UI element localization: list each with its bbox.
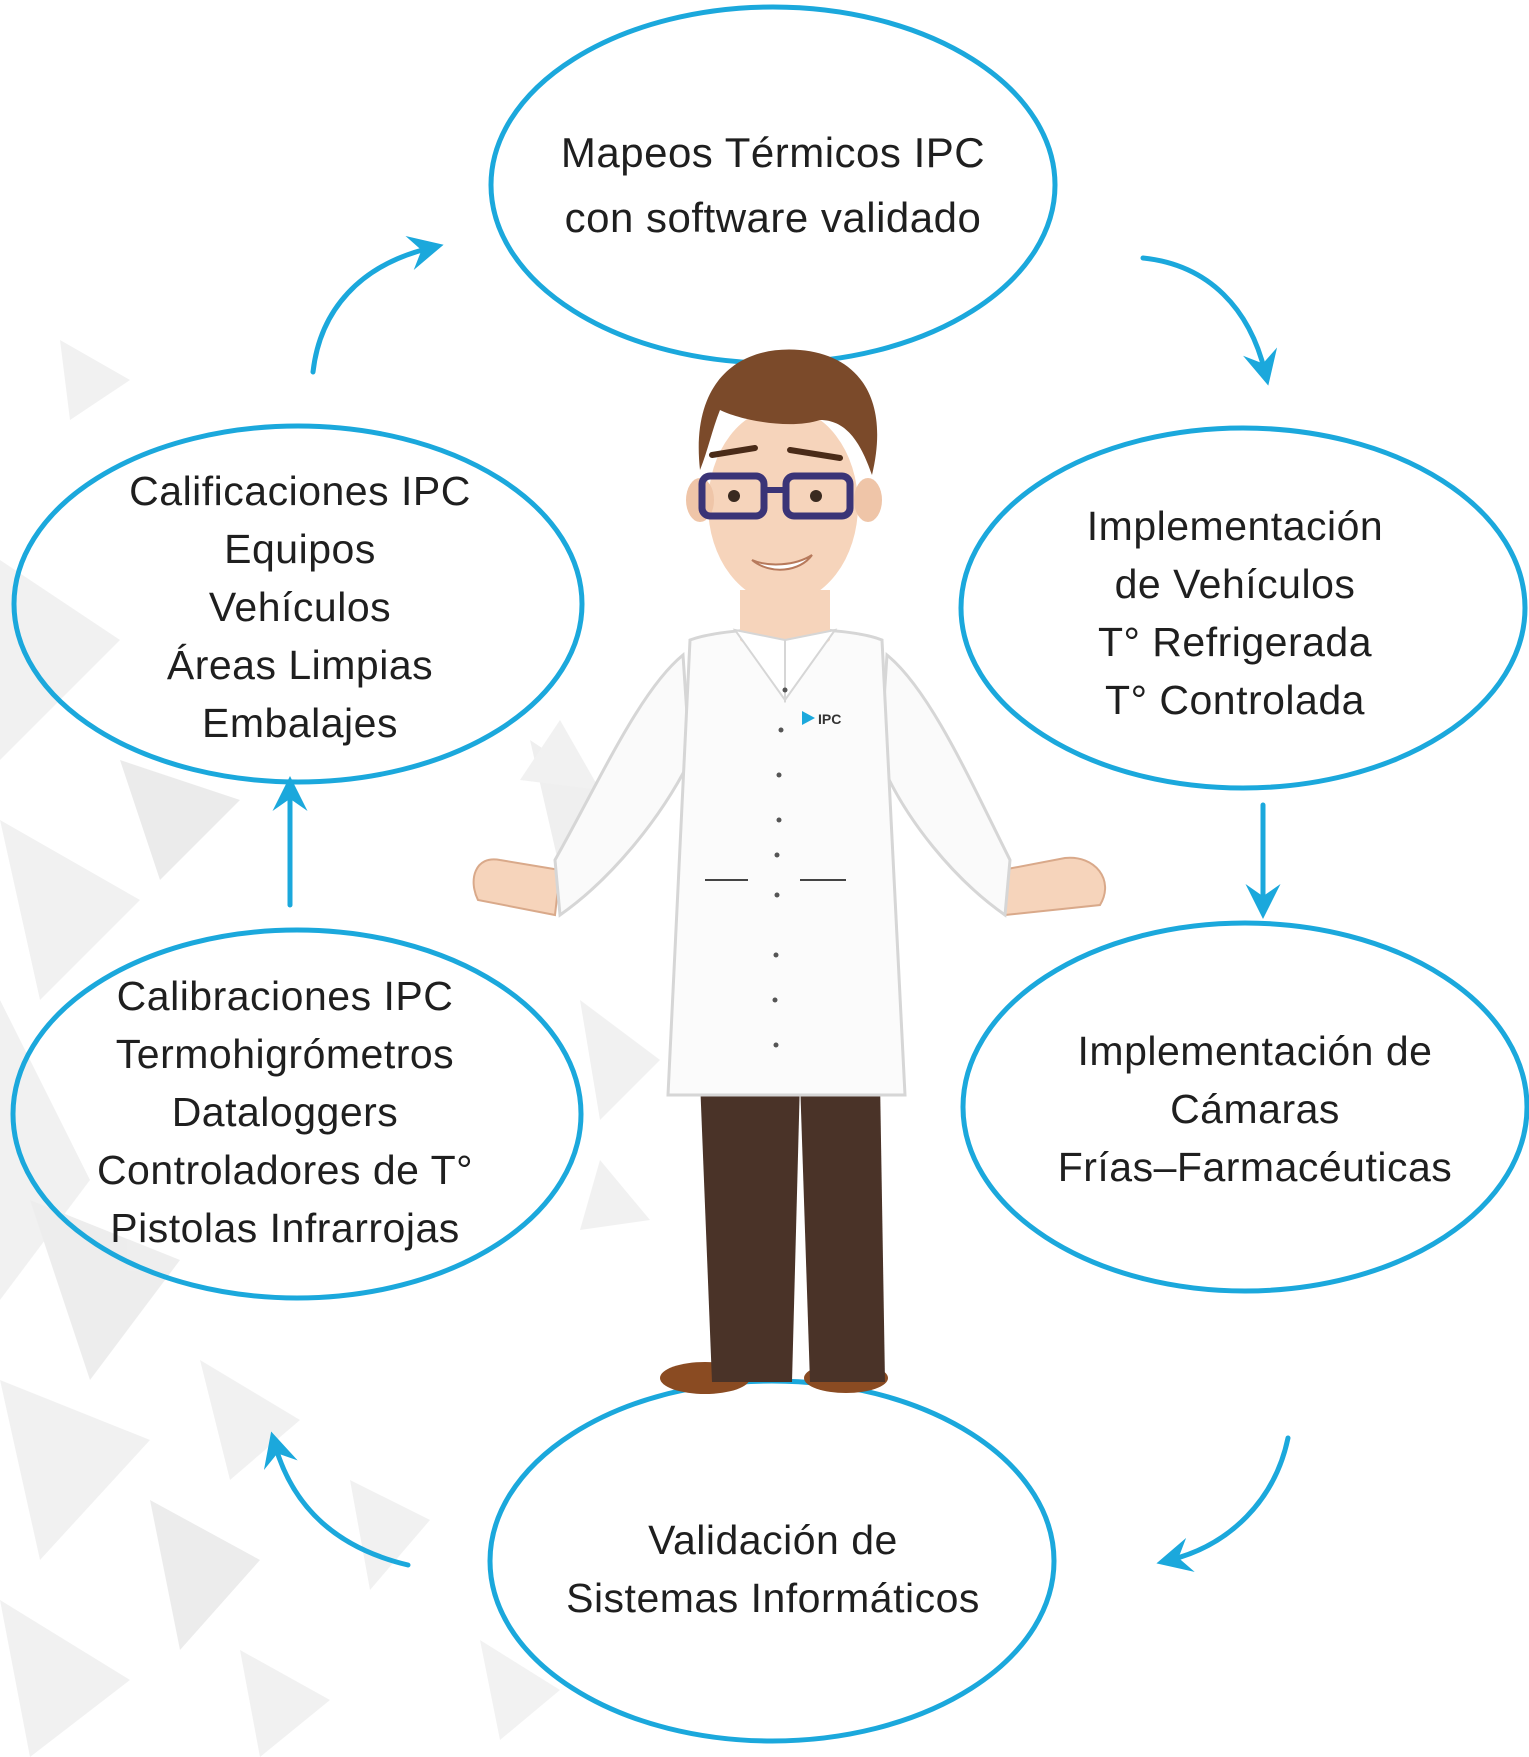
node-calificaciones-line-3: Vehículos (208, 584, 392, 630)
node-validacion-line-1: Validación de (648, 1517, 898, 1563)
arrow-validacion-to-calibraciones (263, 1431, 411, 1568)
scientist-icon: IPC (472, 349, 1106, 1394)
node-calibraciones-line-4: Controladores de T° (96, 1147, 474, 1193)
ipc-logo: IPC (802, 711, 841, 727)
cycle-arrows (263, 235, 1291, 1572)
node-calibraciones-line-3: Dataloggers (171, 1089, 399, 1135)
node-camaras: Implementación de Cámaras Frías–Farmacéu… (1020, 1022, 1490, 1196)
node-vehiculos: Implementación de Vehículos T° Refrigera… (1000, 497, 1470, 729)
node-validacion-line-2: Sistemas Informáticos (566, 1575, 980, 1621)
node-vehiculos-line-2: de Vehículos (1114, 561, 1356, 607)
ellipse-camaras (960, 920, 1529, 1294)
node-mapeos-line-1: Mapeos Térmicos IPC (560, 129, 986, 176)
node-validacion: Validación de Sistemas Informáticos (530, 1511, 1016, 1627)
node-calificaciones-line-1: Calificaciones IPC (129, 468, 471, 514)
node-calificaciones-line-4: Áreas Limpias (166, 642, 434, 688)
node-mapeos: Mapeos Térmicos IPC con software validad… (491, 125, 1055, 245)
node-calificaciones-line-2: Equipos (224, 526, 376, 572)
node-vehiculos-line-3: T° Refrigerada (1097, 619, 1373, 665)
node-calificaciones: Calificaciones IPC Equipos Vehículos Áre… (60, 462, 540, 752)
node-calibraciones-line-1: Calibraciones IPC (116, 973, 454, 1019)
node-calibraciones-line-5: Pistolas Infrarrojas (110, 1205, 460, 1251)
node-vehiculos-line-4: T° Controlada (1105, 677, 1365, 723)
svg-text:IPC: IPC (818, 711, 841, 727)
ellipse-calibraciones (10, 927, 584, 1301)
node-camaras-line-2: Cámaras (1170, 1086, 1340, 1132)
arrow-mapeos-to-vehiculos (1140, 255, 1278, 386)
node-camaras-line-3: Frías–Farmacéuticas (1057, 1144, 1453, 1190)
arrow-camaras-to-validacion (1156, 1435, 1291, 1572)
node-calibraciones: Calibraciones IPC Termohigrómetros Datal… (40, 967, 530, 1257)
node-camaras-line-1: Implementación de (1077, 1028, 1433, 1074)
arrow-calificaciones-to-mapeos (310, 235, 444, 375)
node-calibraciones-line-2: Termohigrómetros (115, 1031, 455, 1077)
background-pattern (0, 340, 660, 1757)
node-calificaciones-line-5: Embalajes (202, 700, 398, 746)
node-vehiculos-line-1: Implementación (1086, 503, 1384, 549)
ellipse-vehiculos (958, 425, 1528, 791)
node-mapeos-line-2: con software validado (564, 194, 982, 241)
